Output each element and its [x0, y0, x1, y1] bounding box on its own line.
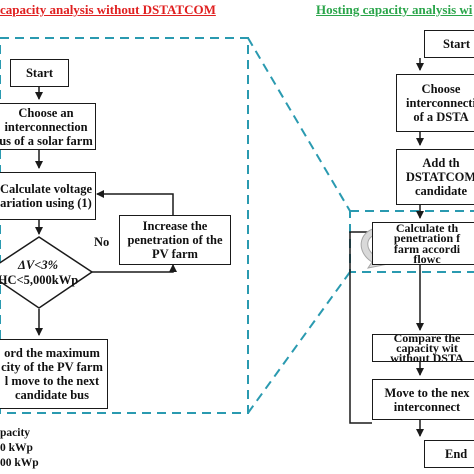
- legend-line-1: pacity: [0, 427, 31, 439]
- record-box: ord the maximum city of the PV farm l mo…: [0, 339, 108, 409]
- no-label: No: [94, 235, 110, 249]
- right-add-box: Add th DSTATCOM candidate: [396, 149, 474, 205]
- decision-text-voltage: ΔV<3%: [18, 258, 58, 272]
- right-start-box: Start: [424, 30, 474, 58]
- legend-line-3: 00 kWp: [0, 457, 39, 469]
- right-header: Hosting capacity analysis wi: [316, 2, 473, 17]
- frame-link-bottom: [247, 271, 351, 414]
- loop-back-line: [349, 231, 372, 424]
- arrow-decision-no: [92, 264, 177, 273]
- legend-line-2: 0 kWp: [0, 442, 33, 454]
- calc-voltage-box: Calculate voltage ariation using (1): [0, 172, 96, 220]
- increase-penetration-box: Increase the penetration of the PV farm: [119, 215, 231, 265]
- right-compare-box: Compare the capacity wit without DSTA: [372, 334, 474, 362]
- right-choose-box: Choose interconnecti of a DSTA: [396, 74, 474, 132]
- decision-text-capacity: HC<5,000kWp: [0, 273, 79, 287]
- decision-diamond: [0, 236, 94, 309]
- right-move-box: Move to the nex interconnect: [372, 379, 474, 420]
- start-box: Start: [10, 59, 69, 87]
- frame-link-top: [247, 37, 351, 212]
- arrow-increase-to-calc: [96, 190, 174, 215]
- left-dashed-frame: [0, 37, 249, 414]
- left-header: capacity analysis without DSTATCOM: [0, 2, 216, 17]
- right-calculate-box: Calculate th penetration f farm accordi …: [372, 222, 474, 265]
- choose-bus-box: Choose an interconnection us of a solar …: [0, 103, 96, 150]
- right-end-box: End: [424, 440, 474, 468]
